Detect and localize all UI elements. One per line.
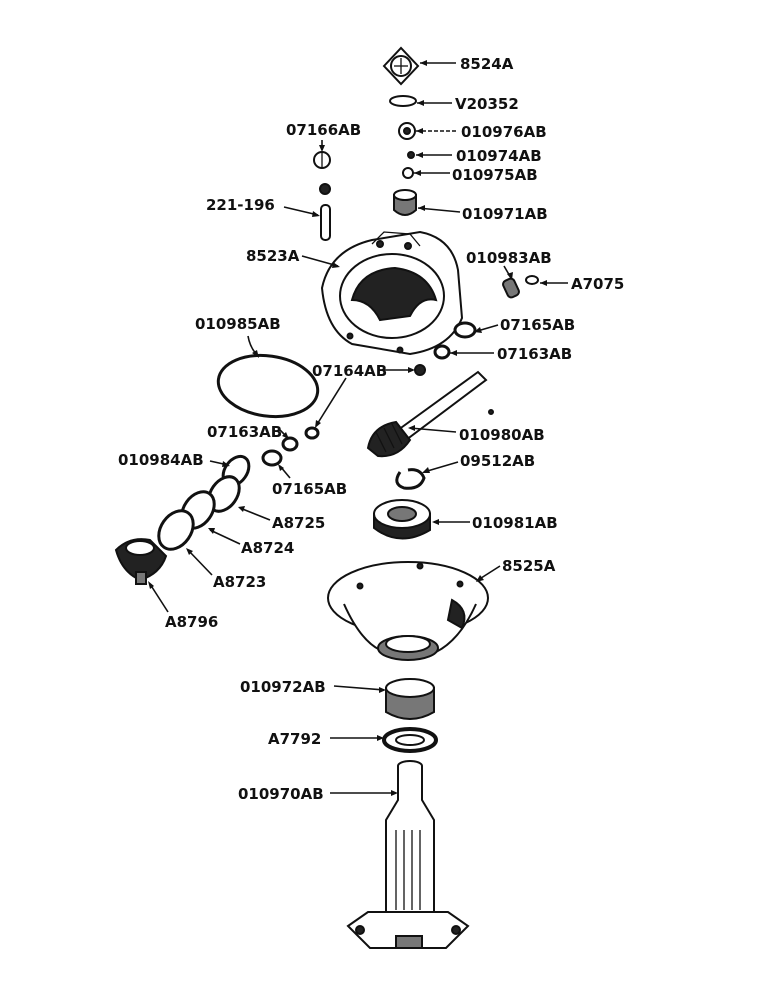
- part-8524A-cap: [382, 46, 420, 86]
- label-07165AB-left: 07165AB: [272, 480, 347, 498]
- label-8523A: 8523A: [246, 247, 300, 265]
- part-07164AB: [414, 364, 426, 376]
- part-010981AB-bearing: [373, 499, 431, 540]
- label-8524A: 8524A: [460, 55, 514, 73]
- part-A7792-seal: [382, 727, 438, 753]
- label-010974AB: 010974AB: [456, 147, 542, 165]
- part-221-196-pin: [320, 204, 331, 241]
- label-010970AB: 010970AB: [238, 785, 324, 803]
- label-010980AB: 010980AB: [459, 426, 545, 444]
- part-07165AB-top: [453, 321, 477, 339]
- label-09512AB: 09512AB: [460, 452, 535, 470]
- label-221-196: 221-196: [206, 196, 275, 214]
- part-labels: 8524A V20352 07166AB 010976AB 010974AB 0…: [118, 55, 624, 803]
- label-07164AB: 07164AB: [312, 362, 387, 380]
- label-07163AB-right: 07163AB: [497, 345, 572, 363]
- part-8525A-housing: [327, 561, 489, 661]
- label-010984AB: 010984AB: [118, 451, 204, 469]
- label-07165AB-top: 07165AB: [500, 316, 575, 334]
- label-A7792: A7792: [268, 730, 321, 748]
- label-010983AB: 010983AB: [466, 249, 552, 267]
- part-010976AB: [398, 122, 416, 140]
- part-010985AB-gasket: [216, 353, 320, 419]
- part-A7075: [525, 275, 539, 285]
- label-010971AB: 010971AB: [462, 205, 548, 223]
- label-8525A: 8525A: [502, 557, 556, 575]
- part-010974AB: [407, 151, 415, 159]
- part-V20352-ring: [389, 95, 417, 107]
- part-07166AB: [313, 151, 331, 169]
- part-washer-small: [281, 436, 299, 452]
- leader-lines: [148, 60, 568, 796]
- label-010985AB: 010985AB: [195, 315, 281, 333]
- part-010972AB-bushing: [385, 678, 435, 720]
- part-010975AB: [402, 167, 414, 179]
- label-A8796: A8796: [165, 613, 218, 631]
- part-A8796-fitting: [114, 538, 168, 585]
- label-A8723: A8723: [213, 573, 266, 591]
- part-8523A-housing: [320, 230, 464, 356]
- label-A8725: A8725: [272, 514, 325, 532]
- part-07163AB-left: [304, 426, 320, 440]
- label-A8724: A8724: [241, 539, 294, 557]
- part-010983AB: [502, 277, 520, 299]
- label-010981AB: 010981AB: [472, 514, 558, 532]
- part-ball: [319, 183, 331, 195]
- part-07165AB-left: [261, 449, 283, 467]
- part-07163AB-right: [433, 344, 451, 360]
- label-07166AB: 07166AB: [286, 121, 361, 139]
- label-010972AB: 010972AB: [240, 678, 326, 696]
- label-V20352: V20352: [455, 95, 519, 113]
- part-010980AB-worm-shaft: [366, 370, 494, 458]
- part-010970AB-shaft: [346, 760, 470, 949]
- label-A7075: A7075: [571, 275, 624, 293]
- part-09512AB-ring: [395, 468, 426, 490]
- part-010971AB-bushing: [393, 189, 417, 216]
- label-010976AB: 010976AB: [461, 123, 547, 141]
- label-010975AB: 010975AB: [452, 166, 538, 184]
- label-07163AB-left: 07163AB: [207, 423, 282, 441]
- part-A8723-gasket: [157, 509, 195, 551]
